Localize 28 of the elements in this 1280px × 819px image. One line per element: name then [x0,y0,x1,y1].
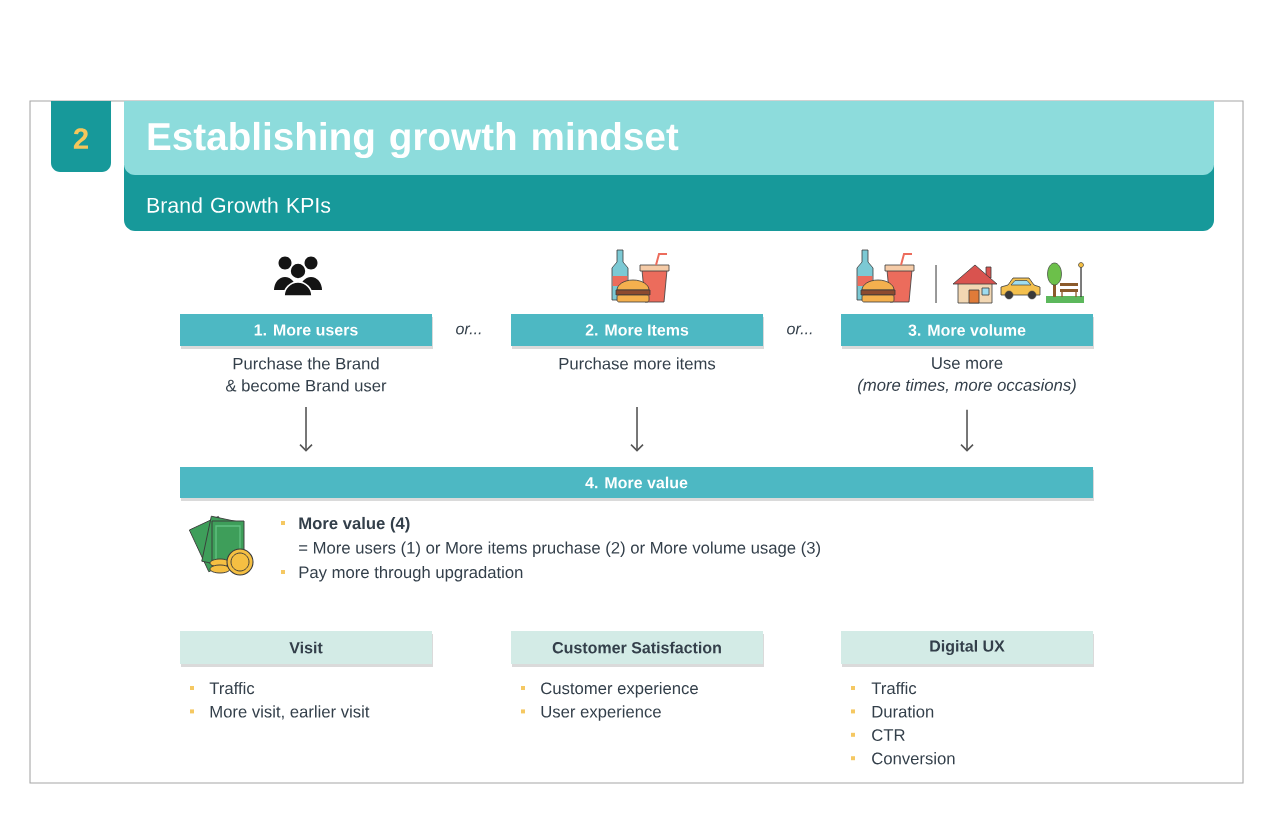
number-badge: 2 [51,101,111,172]
category-header: Customer Satisfaction [511,631,764,667]
category-header: Digital UX [841,631,1094,667]
title-banner: Establishing growth mindset [124,101,1214,175]
arrow [960,409,974,452]
heading-bar: 3. More volume [841,314,1094,349]
description-text: Purchase more items [559,357,716,370]
bullet-text: Traffic [209,681,255,695]
bullet-text: Customer experience [541,681,698,698]
arrow [299,406,313,452]
bullet-text: Traffic [871,681,917,695]
connector-word: or... [456,325,481,335]
bullet-text: More value (4) [299,516,410,533]
heading-bar: 2. More Items [511,314,764,349]
category-header: Visit [180,631,433,667]
arrow [630,406,644,452]
bullet-text: Duration [872,705,934,718]
bullet-text: CTR [872,729,905,741]
bullet-text: = More users (1) or More items pruchase (2) or More volume usage (3) [299,541,820,557]
connector-word: or... [787,325,812,335]
heading-bar: 1. More users [180,314,433,349]
description-text: Purchase the Brand & become Brand user [226,357,387,392]
bullet-text: Conversion [872,752,955,765]
heading-bar: 4. More value [180,467,1094,501]
description-text: Use more (more times, more occasions) [858,357,1076,395]
bullet-text: Pay more through upgradation [299,565,523,582]
bullet-text: User experience [541,705,661,721]
bullet-text: More visit, earlier visit [210,705,370,720]
